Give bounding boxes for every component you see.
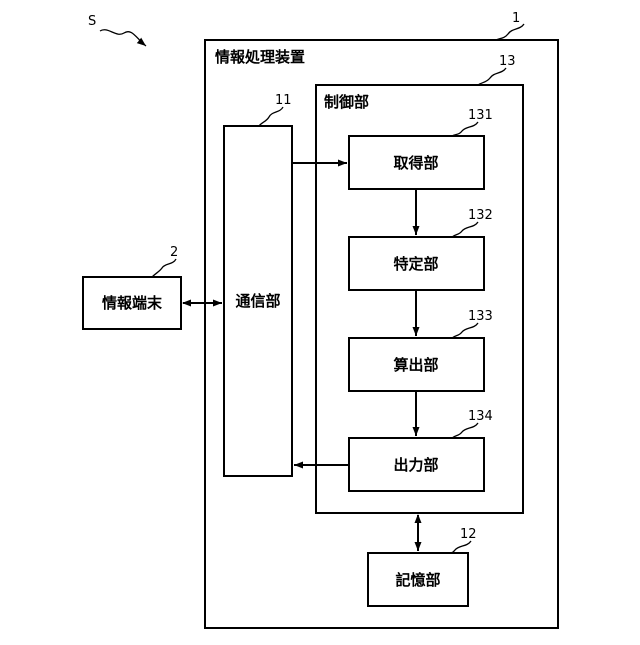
- terminal-ref-leader: [152, 259, 176, 277]
- terminal-ref: 2: [170, 245, 178, 260]
- storage-ref: 12: [460, 527, 477, 542]
- device-label: 情報処理装置: [215, 48, 305, 66]
- device-ref: 1: [512, 11, 520, 26]
- output-ref: 134: [468, 409, 493, 424]
- identify-ref: 132: [468, 208, 493, 223]
- terminal-label: 情報端末: [102, 294, 163, 312]
- identify-label: 特定部: [393, 255, 438, 273]
- control-label: 制御部: [324, 93, 369, 111]
- control-ref: 13: [499, 54, 516, 69]
- calculate-ref: 133: [468, 309, 493, 324]
- acquire-label: 取得部: [393, 154, 438, 172]
- system-pointer-arrow: [100, 30, 146, 46]
- device-ref-leader: [496, 24, 524, 40]
- comm-label: 通信部: [235, 292, 280, 310]
- storage-label: 記憶部: [395, 571, 440, 589]
- output-label: 出力部: [393, 456, 438, 474]
- acquire-ref: 131: [468, 108, 493, 123]
- system-label: S: [88, 14, 96, 29]
- calculate-label: 算出部: [393, 356, 438, 374]
- comm-ref: 11: [275, 93, 292, 108]
